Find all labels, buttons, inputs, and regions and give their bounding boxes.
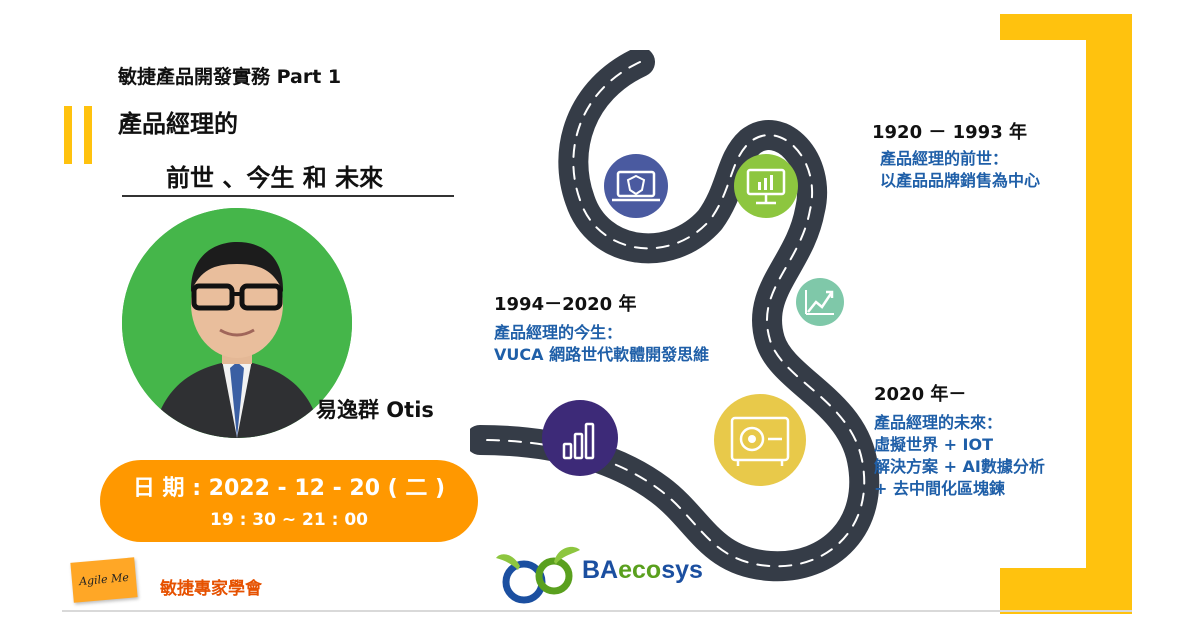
- brand-accent: eco: [618, 556, 662, 584]
- brand-name: BAecosys: [582, 556, 703, 585]
- era1-line: 以產品品牌銷售為中心: [880, 171, 1041, 190]
- speaker-avatar-illustration: [122, 208, 352, 438]
- accent-bar-right: [84, 106, 92, 164]
- era1-description: 產品經理的前世： 以產品品牌銷售為中心: [880, 148, 1040, 192]
- bar-chart-icon: [542, 400, 618, 476]
- era3-line: 虛擬世界 + IOT: [874, 435, 994, 454]
- date-badge: [100, 460, 478, 542]
- era2-description: 產品經理的今生： VUCA 網路世代軟體開發思維: [494, 322, 709, 366]
- brand-suffix: sys: [661, 556, 703, 584]
- laptop-shield-icon: [604, 154, 668, 218]
- trend-chart-icon: [796, 278, 844, 326]
- era1-line: 產品經理的前世：: [880, 149, 1009, 168]
- series-title: 敏捷產品開發實務 Part 1: [118, 66, 342, 88]
- speaker-photo: [122, 208, 352, 438]
- event-date: 日 期 : 2022 - 12 - 20 ( 二 ): [132, 476, 446, 501]
- era3-years: 2020 年－: [874, 384, 967, 405]
- frame-inner: [1000, 40, 1086, 568]
- era3-line: 解決方案 + AI數據分析: [874, 457, 1045, 476]
- era3-line: 產品經理的未來：: [874, 413, 1003, 432]
- baecosys-logo-mark: [496, 546, 580, 604]
- title-underline: [122, 195, 454, 197]
- era2-line: 產品經理的今生：: [494, 323, 623, 342]
- speaker-name: 易逸群 Otis: [316, 398, 434, 422]
- timeline-road: [470, 50, 880, 582]
- event-time: 19 : 30 ~ 21 : 00: [210, 510, 368, 530]
- agile-me-logo: Agile Me: [70, 557, 138, 603]
- monitor-chart-icon: [734, 154, 798, 218]
- safe-icon: [714, 394, 806, 486]
- page-title-line1: 產品經理的: [118, 110, 238, 138]
- accent-bar-left: [64, 106, 72, 164]
- page-title-line2: 前世 、今生 和 未來: [166, 164, 384, 192]
- era2-line: VUCA 網路世代軟體開發思維: [494, 345, 710, 364]
- bottom-divider: [62, 610, 1132, 612]
- era2-years: 1994－2020 年: [494, 294, 637, 315]
- era3-description: 產品經理的未來： 虛擬世界 + IOT 解決方案 + AI數據分析 + 去中間化…: [874, 412, 1045, 500]
- era3-line: + 去中間化區塊鍊: [874, 479, 1005, 498]
- organizer-name: 敏捷專家學會: [160, 579, 262, 599]
- brand-prefix: BA: [582, 556, 619, 584]
- era1-years: 1920 － 1993 年: [872, 122, 1027, 143]
